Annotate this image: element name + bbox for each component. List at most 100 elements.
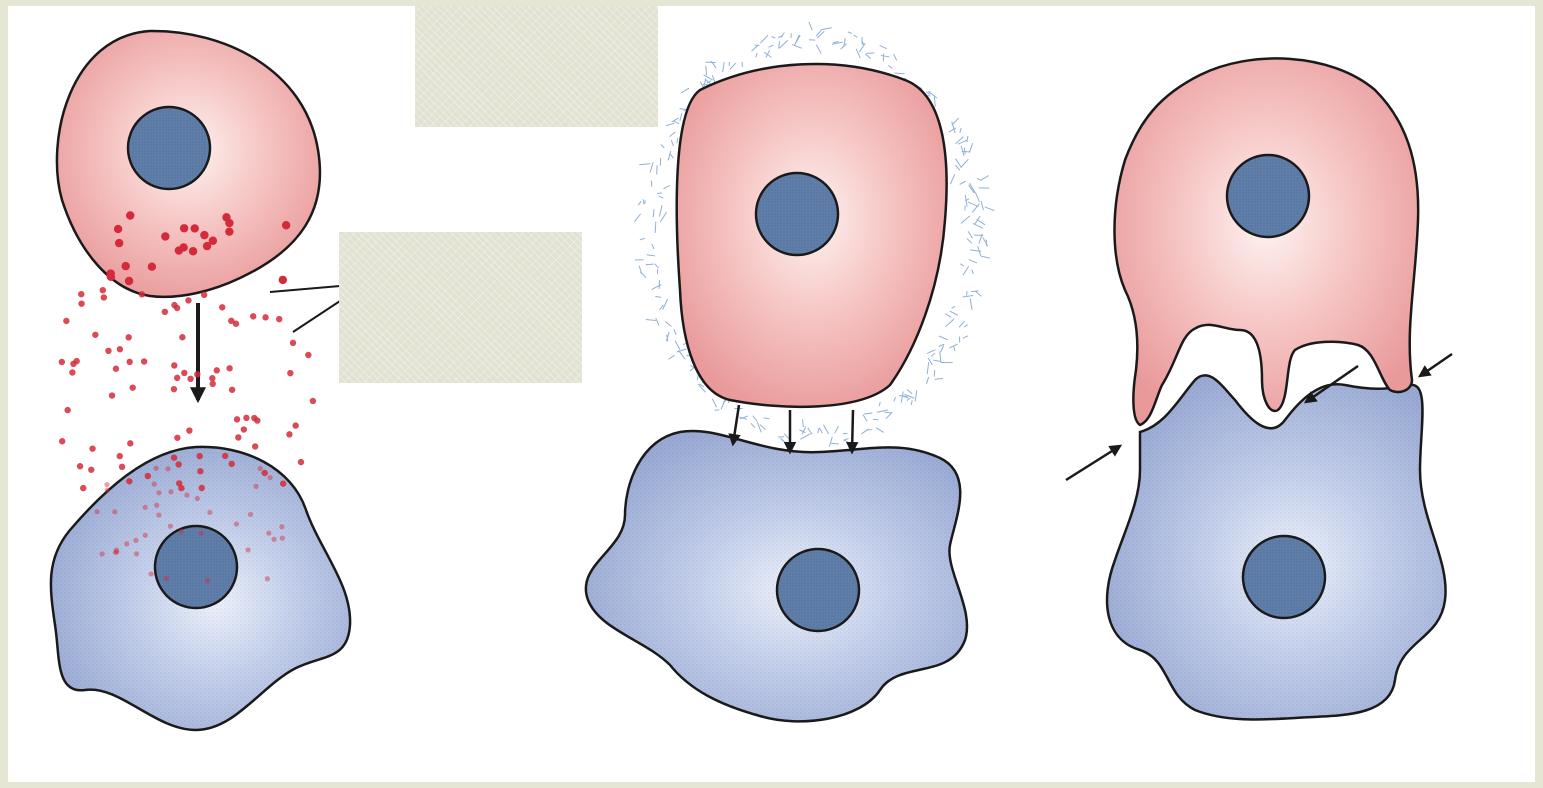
signal-molecule [133, 538, 138, 543]
signal-molecule [174, 435, 180, 441]
surface-fiber [866, 53, 874, 54]
signal-molecule [262, 314, 268, 320]
surface-fiber [823, 425, 828, 434]
signal-molecule [145, 473, 151, 479]
signal-molecule [126, 359, 132, 365]
surface-fiber [663, 299, 668, 310]
signal-molecule [179, 334, 185, 340]
surface-fiber [843, 438, 848, 440]
signal-molecule [77, 463, 83, 469]
surface-fiber [756, 53, 757, 57]
surface-fiber [961, 216, 970, 224]
surface-fiber [907, 398, 910, 401]
surface-fiber [899, 395, 907, 396]
signal-molecule [89, 445, 95, 451]
surface-fiber [873, 419, 879, 420]
surface-fiber [907, 389, 912, 393]
surface-fiber [972, 270, 974, 274]
signal-molecule [78, 300, 84, 306]
surface-fiber [674, 121, 680, 124]
surface-fiber [799, 430, 805, 433]
surface-fiber [661, 144, 664, 147]
leader-line-2 [293, 301, 340, 332]
signal-molecule [271, 537, 276, 542]
surface-fiber [983, 237, 988, 246]
signal-molecule [148, 262, 156, 270]
signal-molecule [229, 387, 235, 393]
surface-fiber [652, 285, 662, 290]
surface-fiber [663, 185, 669, 188]
signal-molecule [200, 231, 208, 239]
surface-fiber [933, 360, 940, 361]
panel-3 [1066, 58, 1452, 719]
surface-fiber [784, 434, 789, 439]
surface-fiber [780, 438, 786, 444]
signal-molecule [115, 239, 123, 247]
signal-molecule [129, 384, 135, 390]
surface-fiber [854, 35, 858, 37]
surface-fiber [638, 201, 641, 205]
signal-molecule [162, 309, 168, 315]
surface-fiber [961, 146, 964, 156]
signal-molecule [305, 352, 311, 358]
surface-fiber [968, 231, 972, 238]
signal-molecule [219, 304, 225, 310]
signal-molecule [181, 370, 187, 376]
surface-fiber [876, 428, 884, 433]
signal-molecule [282, 221, 290, 229]
surface-fiber [655, 297, 661, 298]
surface-fiber [915, 390, 917, 401]
signal-molecule [127, 440, 133, 446]
signal-molecule [197, 468, 203, 474]
surface-fiber [879, 402, 880, 406]
signal-molecule [105, 348, 111, 354]
signal-molecule [310, 398, 316, 404]
surface-fiber [934, 96, 935, 106]
signal-molecule [117, 346, 123, 352]
signal-molecule [279, 524, 284, 529]
surface-fiber [706, 66, 707, 75]
surface-fiber [835, 426, 839, 433]
signal-molecule [199, 530, 204, 535]
label-box-top [415, 6, 658, 127]
signal-molecule [125, 334, 131, 340]
signal-molecule [59, 438, 65, 444]
signal-molecule [235, 434, 241, 440]
surface-fiber [856, 49, 860, 58]
surface-fiber [969, 143, 973, 153]
signal-molecule [245, 547, 250, 552]
signal-molecule [280, 536, 285, 541]
signal-molecule [156, 512, 161, 517]
surface-fiber [877, 410, 888, 412]
signal-molecule [265, 576, 270, 581]
signal-molecule [184, 492, 189, 497]
signal-molecule [171, 362, 177, 368]
signal-molecule [207, 510, 212, 515]
signal-molecule [201, 292, 207, 298]
surface-fiber [779, 40, 788, 48]
surface-fiber [678, 350, 685, 359]
surface-fiber [950, 174, 954, 184]
signal-molecule [171, 302, 177, 308]
signal-molecule [195, 496, 200, 501]
signal-molecule [92, 332, 98, 338]
signal-molecule [78, 291, 84, 297]
signal-molecule [199, 485, 205, 491]
surface-fiber [880, 45, 887, 48]
label-box-middle [339, 232, 582, 383]
surface-fiber [656, 318, 659, 325]
surface-fiber [646, 264, 654, 265]
surface-fiber [970, 299, 972, 310]
signal-molecule [143, 533, 148, 538]
signal-molecule [298, 459, 304, 465]
signal-molecule [251, 415, 257, 421]
surface-fiber [863, 414, 867, 421]
signal-molecule [214, 367, 220, 373]
signal-molecule [196, 453, 202, 459]
surface-fiber [963, 336, 968, 338]
surface-fiber [821, 28, 832, 30]
signal-molecule [165, 466, 170, 471]
surface-fiber [894, 73, 904, 74]
surface-fiber [961, 159, 969, 167]
surface-fiber [647, 255, 655, 256]
